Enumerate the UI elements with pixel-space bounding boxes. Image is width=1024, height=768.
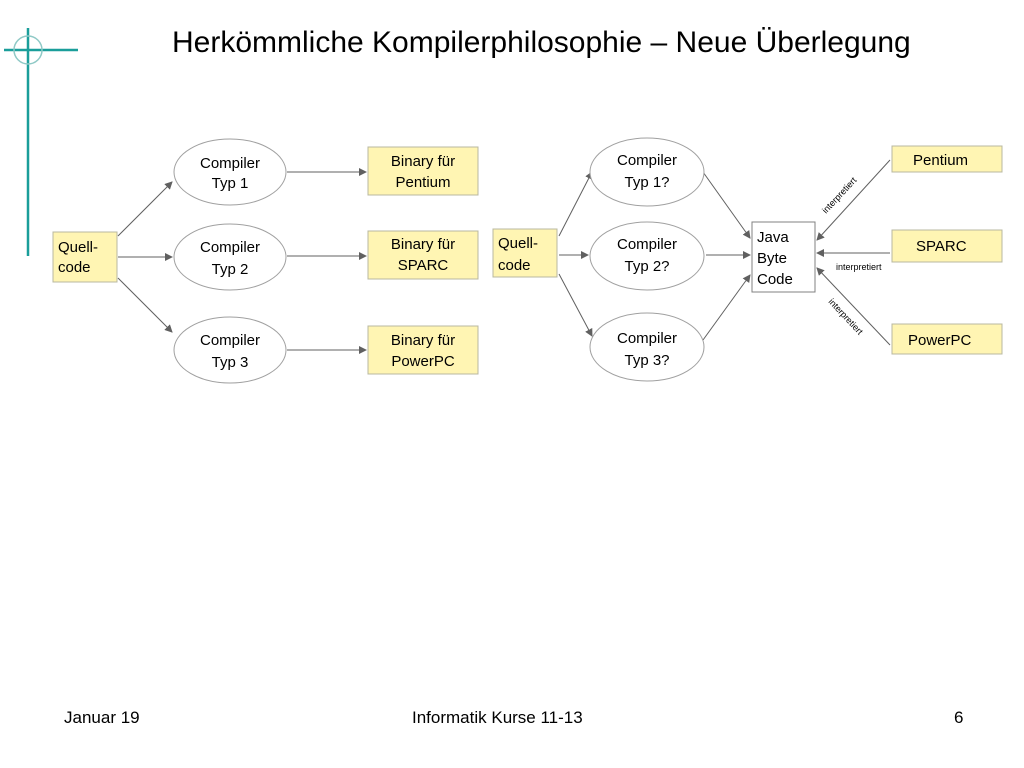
left-binary-powerpc-line-1: Binary für (391, 332, 455, 349)
right-compiler-3-line-2: Typ 3? (624, 352, 669, 369)
left-compiler-1: Compiler Typ 1 (173, 138, 287, 206)
slide-title: Herkömmliche Kompilerphilosophie – Neue … (172, 26, 911, 59)
left-source-box: Quell- code (52, 231, 118, 283)
right-compiler-1: Compiler Typ 1? (589, 137, 705, 207)
edge-r-source-to-compiler-1 (558, 171, 593, 237)
platform-sparc-label: SPARC (916, 238, 967, 255)
edge-powerpc-to-bytecode (816, 267, 891, 346)
left-compiler-2-line-2: Typ 2 (212, 261, 249, 278)
left-compiler-2-line-1: Compiler (200, 239, 260, 256)
right-compiler-2-line-1: Compiler (617, 236, 677, 253)
right-compiler-1-line-2: Typ 1? (624, 174, 669, 191)
platform-sparc: SPARC (891, 229, 1003, 263)
platform-pentium-label: Pentium (913, 152, 968, 169)
right-compiler-2: Compiler Typ 2? (589, 221, 705, 291)
left-binary-powerpc-line-2: PowerPC (391, 353, 455, 370)
bytecode-line-2: Byte (757, 250, 787, 267)
left-binary-sparc: Binary für SPARC (367, 230, 479, 280)
edge-label-sparc: interpretiert (836, 262, 882, 272)
left-compiler-1-line-2: Typ 1 (212, 175, 249, 192)
right-source-line-1: Quell- (498, 235, 538, 252)
left-source-line-2: code (58, 259, 91, 276)
crosshair-logo-icon (4, 28, 78, 256)
bytecode-line-1: Java (757, 229, 789, 246)
left-binary-pentium-line-1: Binary für (391, 153, 455, 170)
java-bytecode-box: Java Byte Code (751, 221, 816, 293)
right-compiler-1-line-1: Compiler (617, 152, 677, 169)
edge-pentium-to-bytecode (816, 159, 891, 241)
platform-powerpc-label: PowerPC (908, 332, 972, 349)
footer-page-number: 6 (954, 708, 964, 727)
edge-r-compiler-1-to-bytecode (702, 171, 751, 239)
footer-course: Informatik Kurse 11-13 (412, 708, 583, 727)
left-compiler-3-line-1: Compiler (200, 332, 260, 349)
left-compiler-3: Compiler Typ 3 (173, 316, 287, 384)
left-binary-sparc-line-1: Binary für (391, 236, 455, 253)
right-compiler-3: Compiler Typ 3? (589, 312, 705, 382)
right-compiler-2-line-2: Typ 2? (624, 258, 669, 275)
left-source-line-1: Quell- (58, 239, 98, 256)
left-compiler-3-line-2: Typ 3 (212, 354, 249, 371)
edge-source-to-compiler-1 (117, 181, 173, 237)
left-compiler-1-line-1: Compiler (200, 155, 260, 172)
right-source-box: Quell- code (492, 228, 558, 278)
left-binary-sparc-line-2: SPARC (398, 257, 449, 274)
left-compiler-2: Compiler Typ 2 (173, 223, 287, 291)
edge-r-compiler-3-to-bytecode (702, 274, 751, 341)
edge-source-to-compiler-3 (117, 277, 173, 333)
right-source-line-2: code (498, 257, 531, 274)
bytecode-line-3: Code (757, 271, 793, 288)
edge-label-powerpc: interpretiert (827, 297, 866, 337)
left-binary-powerpc: Binary für PowerPC (367, 325, 479, 375)
edge-label-pentium: interpretiert (820, 175, 859, 215)
edge-r-source-to-compiler-3 (558, 273, 593, 337)
left-binary-pentium-line-2: Pentium (395, 174, 450, 191)
left-binary-pentium: Binary für Pentium (367, 146, 479, 196)
platform-pentium: Pentium (891, 145, 1003, 173)
platform-powerpc: PowerPC (891, 323, 1003, 355)
footer-date: Januar 19 (64, 708, 140, 727)
right-compiler-3-line-1: Compiler (617, 330, 677, 347)
